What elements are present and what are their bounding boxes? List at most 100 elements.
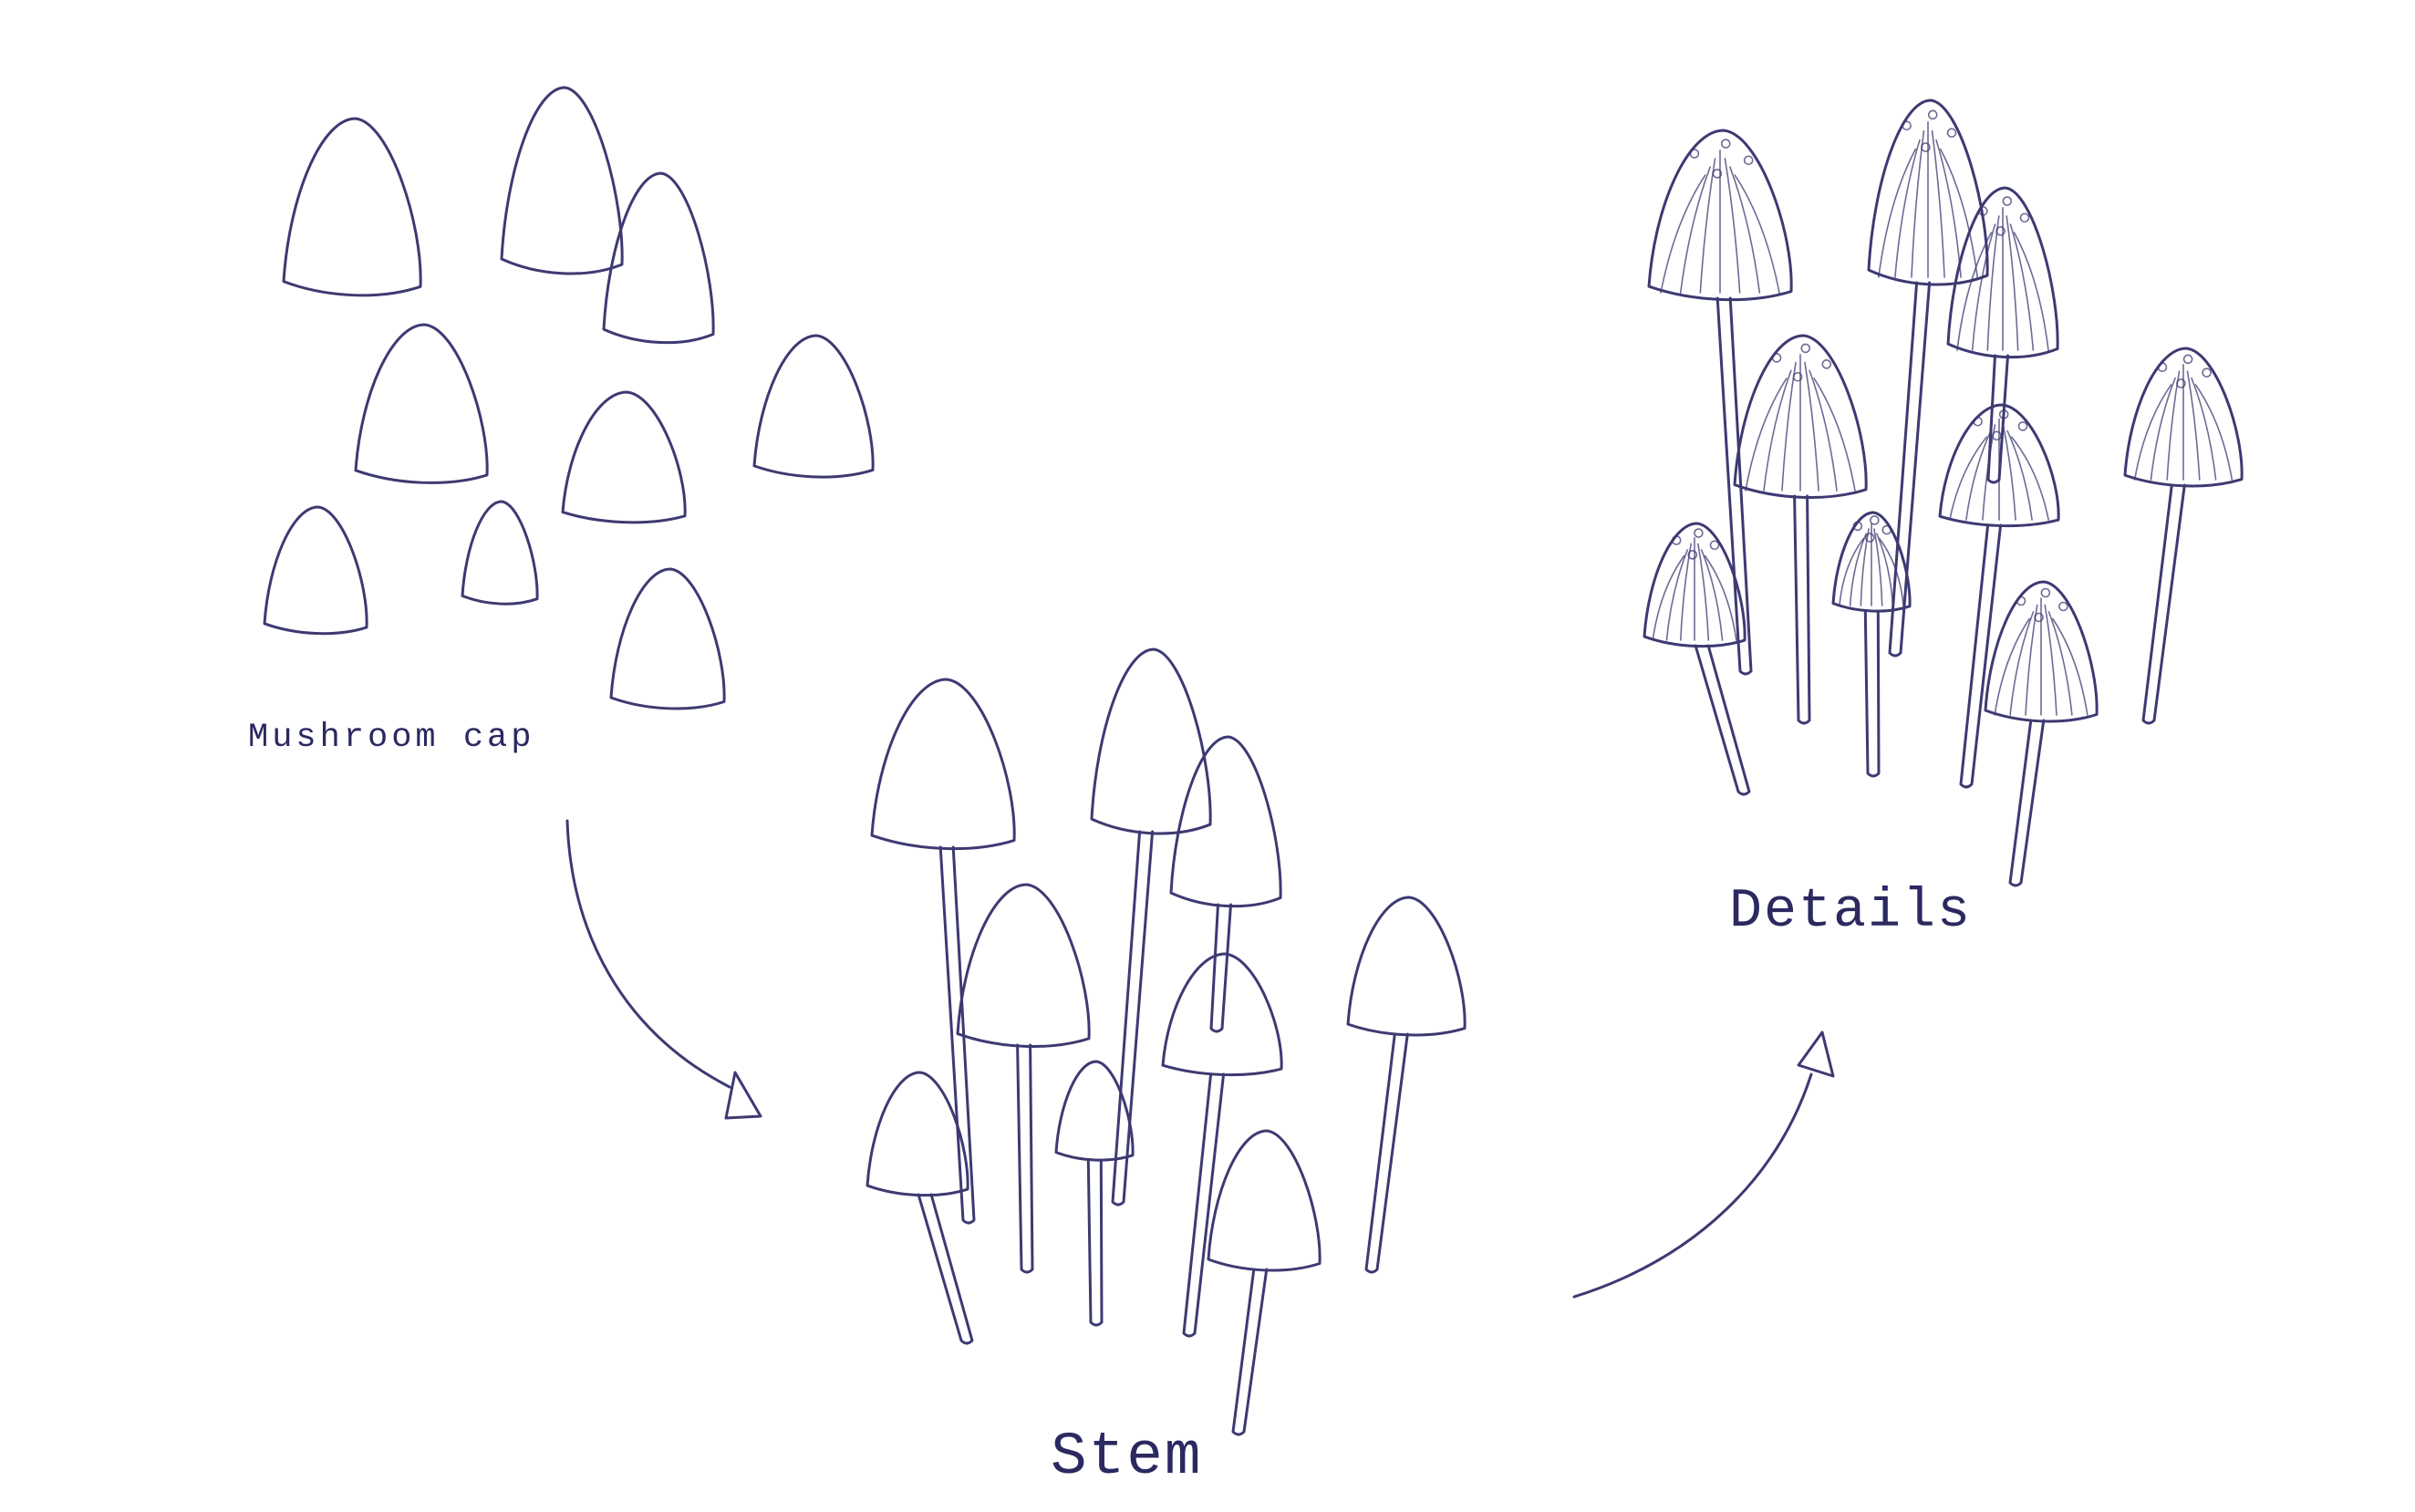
cap-striation (1697, 543, 1710, 641)
mushroom-cap-icon (1733, 334, 1868, 499)
mushroom-detailed-icon (1938, 403, 2060, 789)
cap-dot (1712, 169, 1723, 179)
mushroom-cap-icon (1643, 522, 1746, 648)
cap-dot (2002, 196, 2013, 206)
cap-striation (2006, 215, 2019, 351)
cap-dot (1870, 515, 1880, 525)
cap-striation (2194, 384, 2234, 481)
mushroom-icon (1169, 735, 1282, 1033)
cap-striation (1660, 174, 1706, 294)
mushroom-icon (1090, 647, 1212, 1206)
cap-striation (1949, 436, 1988, 521)
mushroom-cap-icon (2123, 347, 2244, 488)
cap-dot (2017, 421, 2028, 431)
cap-dot (1927, 109, 1938, 120)
cap-dot (2182, 354, 2193, 365)
label-mushroom-cap: Mushroom cap (248, 719, 535, 757)
cap-striation (1956, 232, 1993, 351)
cap-dot (1800, 343, 1811, 354)
cap-striation (1939, 148, 1978, 278)
mushroom-cap-icon (1054, 1060, 1135, 1162)
mushroom-cap-icon (1090, 647, 1212, 835)
cap-dot (1689, 149, 1700, 159)
cap-striation (1745, 378, 1788, 492)
mushroom-stem (1182, 1072, 1226, 1338)
cap-dot (1771, 353, 1782, 363)
cap-striation (2002, 424, 2016, 521)
cap-dot (1865, 533, 1875, 543)
cap-striation (1994, 617, 2030, 716)
mushroom-cap-icon (956, 883, 1091, 1048)
arrows-group (565, 819, 1835, 1299)
mushroom-detailed-icon (2123, 347, 2244, 725)
cap-striation (1894, 139, 1921, 278)
cap-striation (1724, 158, 1741, 294)
mushroom-detailed-icon (1831, 511, 1912, 778)
cap-striation (2150, 377, 2176, 481)
mushroom-cap-icon (1161, 952, 1283, 1077)
cap-dot (2202, 368, 2212, 378)
cap-striation (1700, 549, 1724, 641)
cap-dot (1978, 206, 1988, 216)
cap-striation (1935, 139, 1962, 278)
cap-striation (1679, 166, 1711, 294)
mushroom-cap-icon (282, 117, 422, 297)
mushroom-stem (1959, 523, 2003, 789)
mushroom-stem (938, 845, 976, 1225)
arrowhead-icon (724, 1071, 762, 1120)
cap-striation (1734, 174, 1780, 294)
mushroom-stem (1016, 1043, 1034, 1274)
cap-dot (1995, 226, 2006, 236)
mushroom-icon (1207, 1129, 1322, 1436)
stage-details-group (1643, 98, 2244, 887)
cap-striation (1965, 430, 1992, 521)
cap-dot (1992, 430, 2002, 441)
mushroom-cap-icon (461, 500, 539, 606)
mushroom-cap-icon (500, 86, 624, 275)
cap-striation (1813, 378, 1856, 492)
cap-striation (1876, 533, 1894, 606)
mushroom-icon (1161, 952, 1283, 1338)
mushroom-cap-icon (602, 171, 715, 345)
mushroom-cap-icon (1831, 511, 1912, 613)
cap-striation (1878, 148, 1917, 278)
stage-caps-group (263, 86, 875, 710)
mushroom-cap-icon (1946, 186, 2059, 359)
cap-dot (1852, 521, 1863, 532)
cap-dot (1687, 550, 1698, 560)
label-stem: Stem (1051, 1423, 1203, 1491)
cap-striation (1873, 528, 1883, 606)
cap-striation (2013, 232, 2049, 351)
cap-striation (2052, 617, 2089, 716)
cap-striation (2133, 384, 2172, 481)
arrowhead-icon (1797, 1030, 1835, 1078)
mushroom-stem (1694, 644, 1751, 796)
mushroom-detailed-icon (1984, 580, 2099, 887)
cap-dot (1881, 524, 1892, 535)
mushroom-detailed-icon (1867, 98, 1989, 658)
cap-dot (2016, 595, 2026, 606)
cap-striation (2186, 370, 2201, 481)
cap-striation (1849, 533, 1867, 606)
cap-striation (2044, 604, 2057, 716)
mushroom-cap-icon (865, 1071, 969, 1197)
mushroom-icon (865, 1071, 974, 1345)
arrow-icon (1572, 1072, 1813, 1299)
cap-striation (2047, 611, 2073, 716)
mushroom-cap-icon (1938, 403, 2060, 528)
cap-striation (1704, 554, 1737, 641)
mushroom-cap-icon (752, 334, 875, 479)
cap-dot (1902, 120, 1912, 131)
mushroom-detailed-icon (1643, 522, 1751, 796)
mushroom-stem (1715, 296, 1753, 676)
cap-dot (1946, 128, 1957, 138)
cap-dot (1821, 359, 1832, 369)
cap-striation (2009, 611, 2035, 716)
cap-dot (2058, 601, 2068, 612)
mushroom-cap-icon (1647, 129, 1793, 302)
cap-dot (2040, 587, 2051, 598)
mushroom-cap-icon (561, 390, 687, 524)
cap-dot (2176, 378, 2186, 388)
mushroom-cap-icon (1207, 1129, 1322, 1272)
cap-striation (1839, 537, 1864, 606)
